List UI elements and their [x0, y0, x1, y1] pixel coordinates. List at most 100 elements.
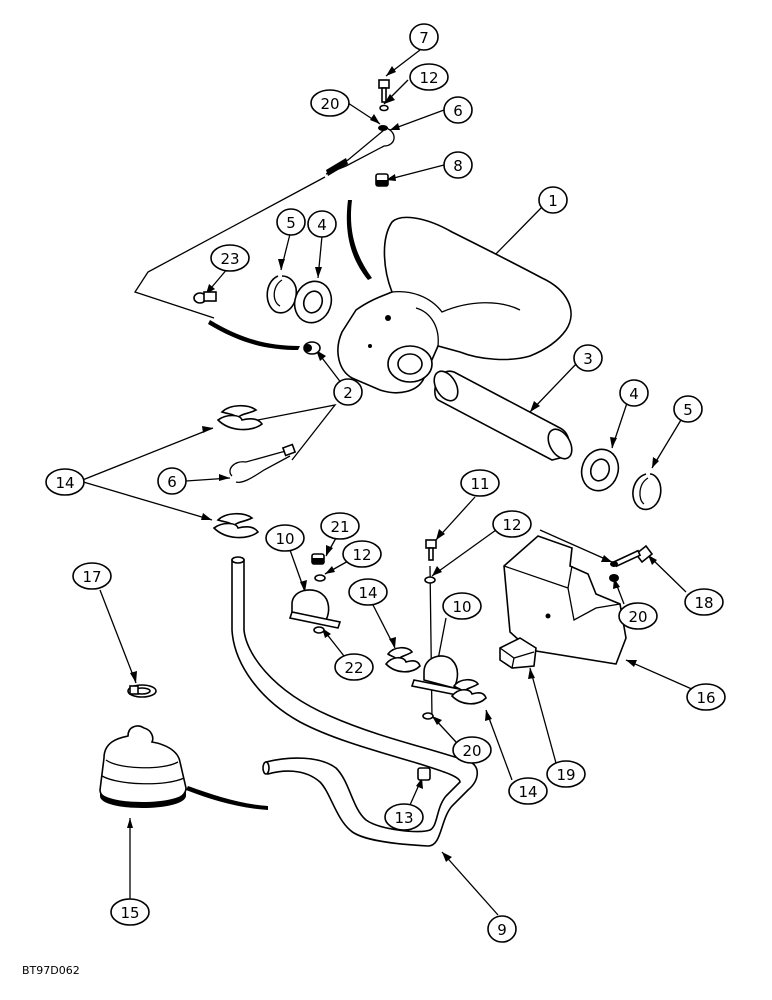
callout-12-left-label: 12 [352, 546, 371, 564]
part-motion-arc-left [208, 320, 300, 350]
part-motion-arc-top [346, 200, 372, 280]
callout-2-label: 2 [343, 384, 353, 402]
part-washer-12-mid [424, 576, 436, 584]
callout-12-top-label: 12 [419, 69, 438, 87]
part-lockwasher-20-lower [422, 712, 434, 720]
part-nut-21 [311, 553, 325, 565]
callout-10-center-label: 10 [452, 598, 471, 616]
callout-1-label: 1 [548, 192, 558, 210]
callout-12-top: 12 [409, 63, 449, 91]
callout-5-right: 5 [673, 395, 703, 423]
callout-6-lower: 6 [157, 467, 187, 495]
part-washer-12-right [610, 561, 618, 567]
part-washer-4-right [580, 448, 620, 492]
callout-9-label: 9 [497, 921, 507, 939]
callout-4-left: 4 [307, 210, 337, 238]
part-cable-clamp-6-lower [229, 443, 297, 484]
callout-14-left: 14 [45, 468, 85, 496]
callout-7: 7 [409, 23, 439, 51]
part-washer-12-left [314, 574, 326, 582]
callout-4-right-label: 4 [629, 385, 639, 403]
callout-4-left-label: 4 [317, 216, 327, 234]
callout-8-label: 8 [453, 157, 463, 175]
callout-21: 21 [320, 512, 360, 540]
callout-10-left-label: 10 [275, 530, 294, 548]
callout-15: 15 [110, 898, 150, 926]
part-rubber-boot-15 [99, 725, 187, 808]
callout-6-top: 6 [443, 96, 473, 124]
callout-2: 2 [333, 378, 363, 406]
part-hose-clamp-17 [127, 684, 157, 698]
part-control-bracket-1 [337, 216, 572, 394]
part-motion-arc-boot [186, 786, 268, 810]
part-pivot-pin-3 [433, 370, 573, 461]
part-grommet-14-center [384, 646, 421, 673]
callout-23: 23 [210, 244, 250, 272]
callout-20-lower: 20 [452, 736, 492, 764]
callout-9: 9 [487, 915, 517, 943]
part-nut-8 [375, 173, 389, 187]
callout-22-label: 22 [344, 659, 363, 677]
callout-11: 11 [460, 469, 500, 497]
part-snap-ring-5-right [632, 473, 662, 511]
part-washer-4-left [293, 280, 333, 324]
part-grommet-14-right [450, 678, 487, 705]
callout-20-lower-label: 20 [462, 742, 481, 760]
part-bolt-18 [613, 544, 654, 568]
callout-20-top: 20 [310, 89, 350, 117]
callout-16: 16 [686, 683, 726, 711]
callout-11-label: 11 [470, 475, 489, 493]
callout-7-label: 7 [419, 29, 429, 47]
callout-19: 19 [546, 760, 586, 788]
part-grommet-14-mid [212, 512, 260, 539]
callout-3: 3 [573, 344, 603, 372]
callout-14-left-label: 14 [55, 474, 74, 492]
callout-16-label: 16 [696, 689, 715, 707]
callout-8: 8 [443, 151, 473, 179]
callout-10-center: 10 [442, 592, 482, 620]
callout-18-label: 18 [694, 594, 713, 612]
callout-12-mid: 12 [492, 510, 532, 538]
part-clamp-10-center [410, 655, 466, 697]
callout-3-label: 3 [583, 350, 593, 368]
callout-5-right-label: 5 [683, 401, 693, 419]
callout-6-lower-label: 6 [167, 473, 177, 491]
callout-14-center: 14 [348, 578, 388, 606]
callout-17-label: 17 [82, 568, 101, 586]
callout-17: 17 [72, 562, 112, 590]
callout-23-label: 23 [220, 250, 239, 268]
callout-20-top-label: 20 [320, 95, 339, 113]
part-nut-13 [417, 767, 431, 781]
callout-6-top-label: 6 [453, 102, 463, 120]
callout-1: 1 [538, 186, 568, 214]
part-grease-fitting-23 [193, 291, 217, 304]
callout-10-left: 10 [265, 524, 305, 552]
part-lockwasher-22 [313, 626, 325, 634]
part-lockwasher-20-top [378, 125, 388, 131]
callout-15-label: 15 [120, 904, 139, 922]
callout-22: 22 [334, 653, 374, 681]
callout-5-left: 5 [276, 208, 306, 236]
callout-13-label: 13 [394, 809, 413, 827]
part-washer-12-top [379, 104, 389, 112]
part-snap-ring-5-left [266, 275, 298, 314]
callout-19-label: 19 [556, 766, 575, 784]
part-grommet-14-top [216, 404, 264, 431]
callout-13: 13 [384, 803, 424, 831]
figure-reference-code: BT97D062 [22, 964, 80, 977]
part-bolt-7 [378, 79, 390, 103]
callout-5-left-label: 5 [286, 214, 296, 232]
callout-14-right: 14 [508, 777, 548, 805]
callout-12-left: 12 [342, 540, 382, 568]
callout-14-right-label: 14 [518, 783, 537, 801]
part-lockwasher-20-right [609, 574, 619, 582]
callout-21-label: 21 [330, 518, 349, 536]
part-control-rod-9 [231, 556, 479, 847]
callout-4-right: 4 [619, 379, 649, 407]
part-clamp-10-left [288, 589, 342, 629]
part-plate-19 [499, 637, 537, 669]
part-cable-clamp-6-top [325, 127, 395, 176]
callout-18: 18 [684, 588, 724, 616]
callout-14-center-label: 14 [358, 584, 377, 602]
